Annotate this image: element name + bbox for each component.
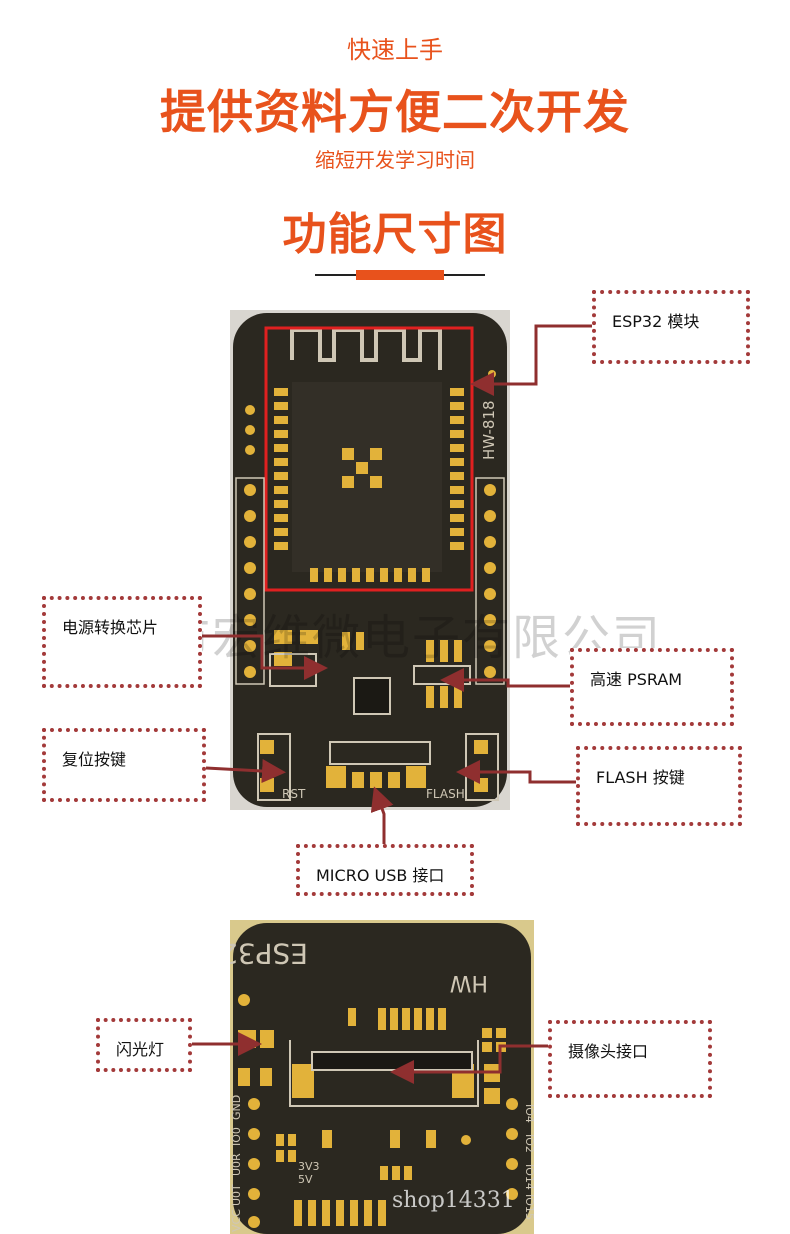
subline: 缩短开发学习时间 (315, 148, 475, 172)
model-label: HW-818 (480, 400, 498, 460)
callout-flash-button: FLASH 按键 (576, 746, 742, 826)
pin-label-io4: IO4 (523, 1104, 534, 1123)
callout-reset-button: 复位按键 (42, 728, 206, 802)
callout-esp32-module: ESP32 模块 (592, 290, 750, 364)
pin-label-io14: IO14 (523, 1164, 534, 1190)
pin-label-io0: IO0 (230, 1127, 243, 1146)
callout-power-chip-text: 电源转换芯片 (62, 618, 159, 637)
headline: 提供资料方便二次开发 (160, 85, 630, 139)
esp32-highlight-box (264, 326, 474, 592)
pin-label-io15: IO15 (523, 1194, 534, 1220)
callout-camera-text: 摄像头接口 (568, 1042, 649, 1061)
title-accent-bar (356, 270, 444, 280)
flash-label: FLASH (426, 787, 465, 801)
section-title: 功能尺寸图 (282, 209, 508, 260)
hw-label: HW (449, 970, 488, 995)
callout-usb-text: MICRO USB 接口 (316, 866, 445, 885)
kicker-text: 快速上手 (347, 36, 443, 64)
callout-camera-port: 摄像头接口 (548, 1020, 712, 1098)
callout-flash-led: 闪光灯 (96, 1018, 192, 1072)
callout-flash-led-text: 闪光灯 (116, 1040, 165, 1059)
callout-psram-text: 高速 PSRAM (590, 670, 683, 689)
rst-label: RST (282, 787, 306, 801)
pwr-label-5v: 5V (298, 1173, 313, 1186)
pin-label-u0r: U0R (230, 1153, 243, 1176)
callout-reset-text: 复位按键 (62, 750, 127, 769)
shop-watermark: shop14331 (392, 1188, 515, 1213)
callout-esp32-text: ESP32 模块 (612, 312, 700, 331)
callout-flash-button-text: FLASH 按键 (596, 768, 685, 787)
callout-micro-usb: MICRO USB 接口 (296, 844, 474, 896)
pin-label-vcc: VCC (230, 1209, 243, 1232)
pin-label-u0t: U0T (230, 1184, 243, 1206)
callout-power-chip: 电源转换芯片 (42, 596, 202, 688)
pwr-label-3v3: 3V3 (298, 1160, 320, 1173)
pin-label-gnd: GND (230, 1095, 243, 1120)
pin-label-io2: IO2 (523, 1134, 534, 1153)
esp32-cam-title: ESP32-CAM (230, 937, 308, 970)
callout-psram: 高速 PSRAM (570, 648, 734, 726)
pcb-top-board: HW-818 RST FLASH (230, 310, 510, 810)
pcb-bottom-board: ESP32-CAM HW GND IO0 U0R U0T VCC IO4 IO2… (230, 920, 534, 1234)
